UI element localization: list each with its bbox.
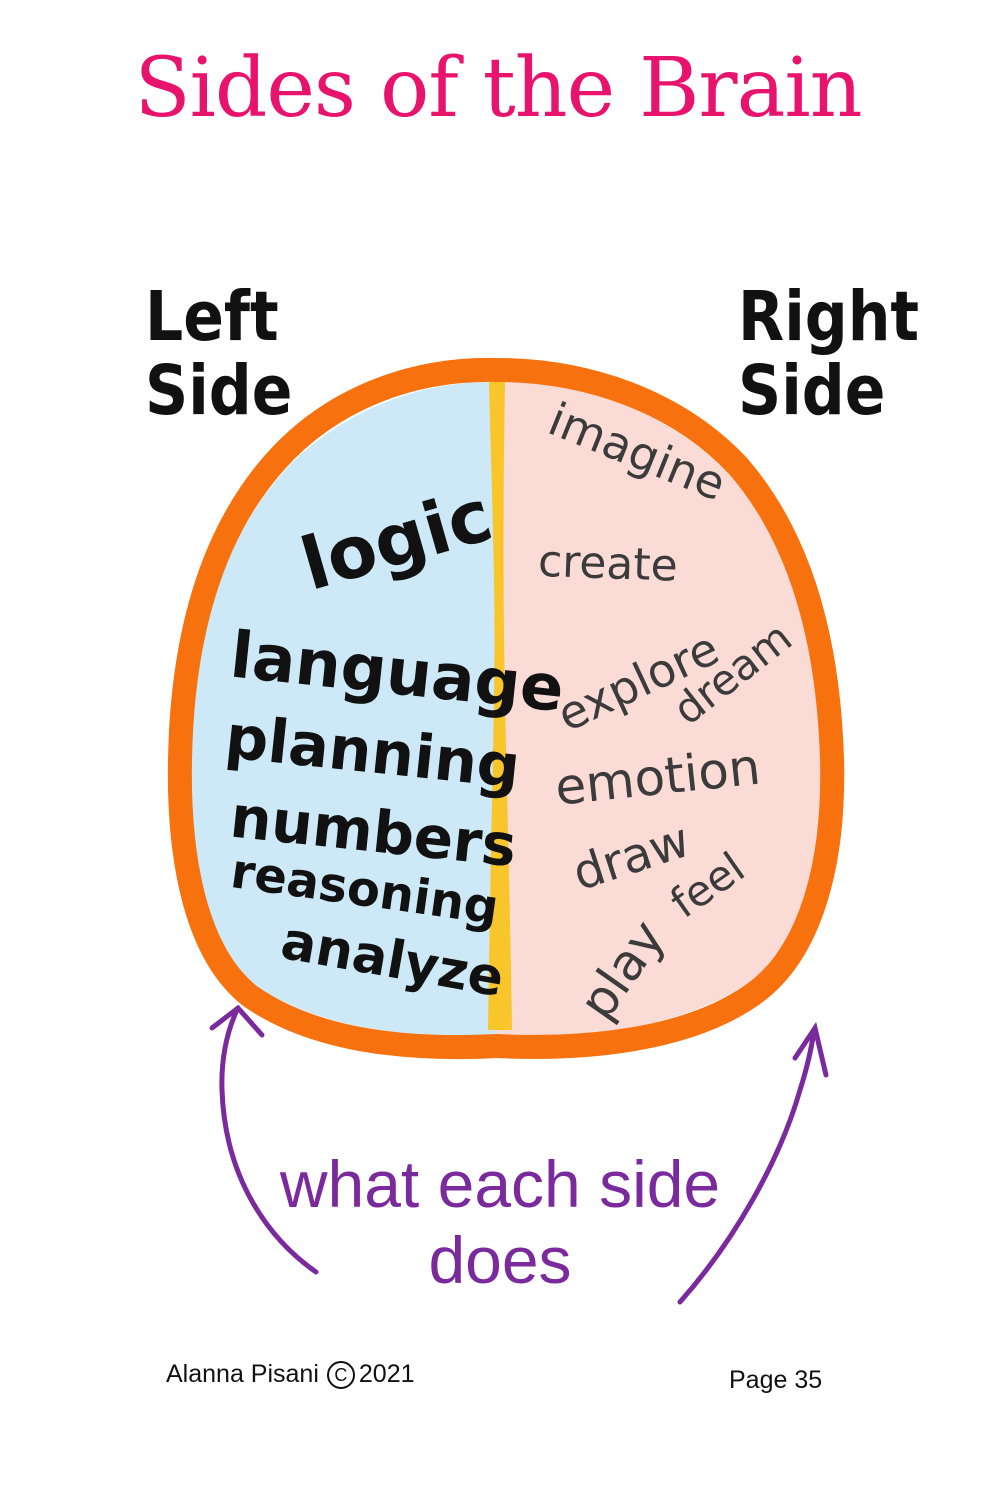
diagram-caption: what each side does — [230, 1146, 770, 1298]
brain-outline — [167, 357, 845, 1060]
author-name: Alanna Pisani — [166, 1360, 319, 1388]
page-number: Page 35 — [729, 1366, 823, 1394]
copyright-icon: C — [326, 1361, 355, 1389]
hemisphere-divider — [488, 382, 512, 1030]
right-hemisphere — [497, 381, 823, 1036]
right-arrow-head — [792, 1021, 829, 1078]
caption-line1: what each side — [279, 1147, 721, 1221]
right-side-label-line1: Right — [738, 276, 920, 358]
caption-line2: does — [428, 1223, 572, 1297]
left-hemisphere — [189, 381, 497, 1036]
left-arrow — [219, 1009, 319, 1275]
left-arrow-head — [209, 1004, 265, 1038]
left-side-label-line2: Side — [145, 350, 293, 432]
arrows-group — [209, 1004, 829, 1305]
left-side-label-line1: Left — [145, 276, 279, 358]
right-side-label-line2: Side — [738, 350, 886, 432]
right-side-label: Right Side — [738, 280, 919, 427]
copyright-year: 2021 — [358, 1360, 415, 1388]
left-side-label: Left Side — [145, 280, 292, 427]
page-title: Sides of the Brain — [134, 41, 862, 136]
right-word: create — [537, 536, 678, 592]
right-arrow — [677, 1027, 817, 1305]
